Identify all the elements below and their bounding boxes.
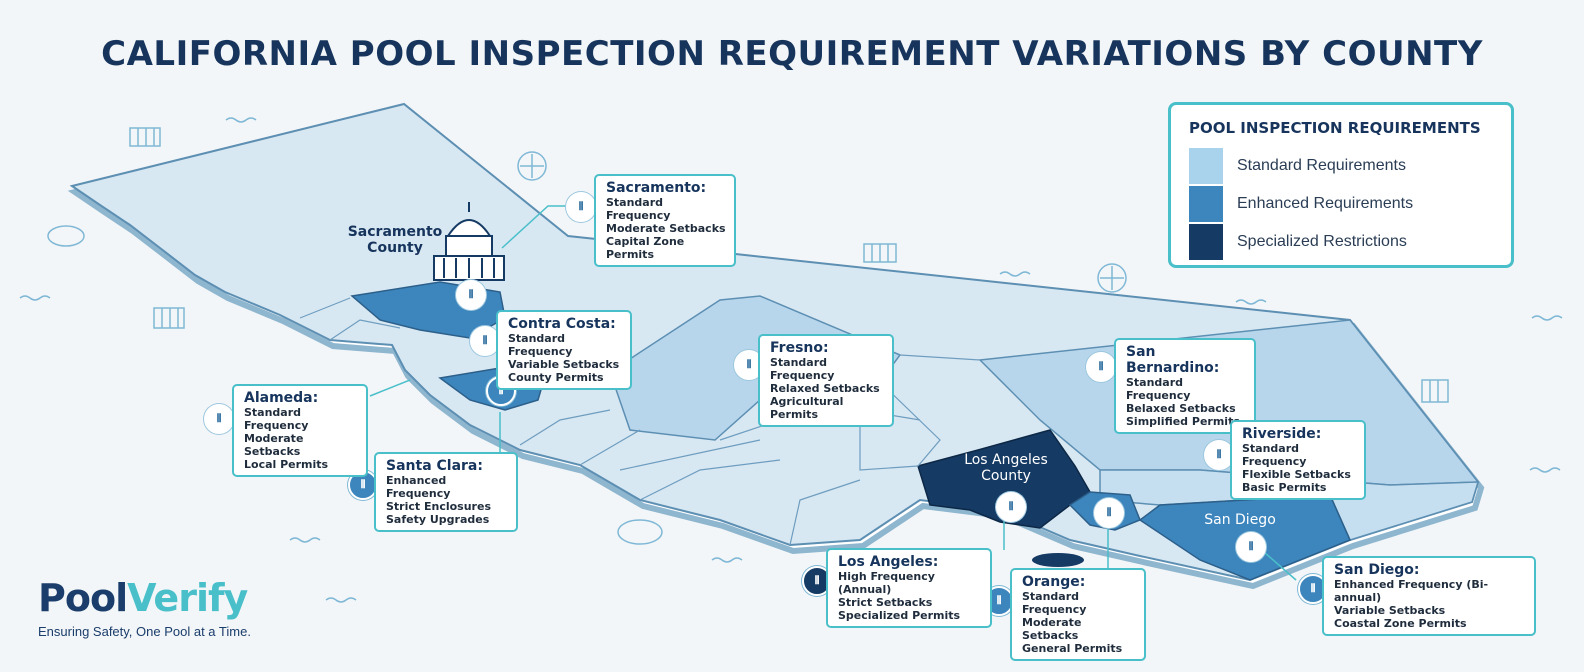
callout-line: Basic Permits	[1242, 481, 1327, 494]
callout-line: Enhanced Frequency	[386, 474, 451, 500]
callout-title: Orange:	[1022, 574, 1086, 590]
callout-title: Los Angeles:	[838, 554, 939, 570]
callout-title: Riverside:	[1242, 426, 1322, 442]
callout-line: Moderate Setbacks	[244, 432, 304, 458]
callout-santa-clara: Santa Clara: Enhanced Frequency Strict E…	[374, 452, 518, 532]
brand-logo: PoolVerify Ensuring Safety, One Pool at …	[38, 578, 251, 639]
callout-line: Specialized Permits	[838, 609, 961, 622]
legend-item-enhanced: Enhanced Requirements	[1189, 185, 1493, 223]
callout-los-angeles: Los Angeles: High Frequency (Annual) Str…	[826, 548, 992, 628]
callout-line: Standard Frequency	[1242, 442, 1307, 468]
callout-line: County Permits	[508, 371, 604, 384]
callout-line: Moderate Setbacks	[1022, 616, 1082, 642]
callout-sacramento: Sacramento: Standard Frequency Moderate …	[594, 174, 736, 267]
legend-item-specialized: Specialized Restrictions	[1189, 223, 1493, 261]
legend-title: POOL INSPECTION REQUIREMENTS	[1189, 119, 1481, 137]
callout-line: Variable Setbacks	[508, 358, 620, 371]
callout-line: Agricultural Permits	[770, 395, 844, 421]
pool-drain-icon	[47, 151, 1127, 545]
callout-san-bernardino: San Bernardino: Standard Frequency Belax…	[1114, 338, 1256, 434]
callout-line: Local Permits	[244, 458, 329, 471]
legend-label-enhanced: Enhanced Requirements	[1237, 195, 1414, 212]
callout-line: Coastal Zone Permits	[1334, 617, 1467, 630]
pool-ladder-icon: ⫴	[1236, 532, 1266, 562]
pool-ladder-icon: ⫴	[204, 404, 234, 434]
legend-swatch-enhanced	[1189, 186, 1223, 222]
callout-line: Standard Frequency	[1126, 376, 1191, 402]
pool-ladder-icon: ⫴	[456, 280, 486, 310]
pool-ladder-icon: ⫴	[996, 492, 1026, 522]
logo-tagline: Ensuring Safety, One Pool at a Time.	[38, 624, 251, 639]
callout-title: San Diego:	[1334, 562, 1420, 578]
callout-san-diego: San Diego: Enhanced Frequency (Bi-annual…	[1322, 556, 1536, 636]
callout-line: Belaxed Setbacks	[1126, 402, 1236, 415]
callout-line: Safety Upgrades	[386, 513, 490, 526]
callout-alameda: Alameda: Standard Frequency Moderate Set…	[232, 384, 368, 477]
callout-title: Fresno:	[770, 340, 829, 356]
callout-line: Standard Frequency	[770, 356, 835, 382]
callout-line: Variable Setbacks	[1334, 604, 1446, 617]
capitol-icon	[433, 202, 505, 281]
logo-name-part2: Verify	[127, 576, 248, 620]
callout-line: Strict Enclosures	[386, 500, 491, 513]
legend-item-standard: Standard Requirements	[1189, 147, 1493, 185]
callout-title: Contra Costa:	[508, 316, 616, 332]
pool-ladder-icon: ⫴	[1204, 440, 1234, 470]
callout-line: Moderate Setbacks	[606, 222, 726, 235]
callout-riverside: Riverside: Standard Frequency Flexible S…	[1230, 420, 1366, 500]
callout-title: Alameda:	[244, 390, 319, 406]
callout-contra-costa: Contra Costa: Standard Frequency Variabl…	[496, 310, 632, 390]
legend-swatch-specialized	[1189, 224, 1223, 260]
callout-line: High Frequency (Annual)	[838, 570, 935, 596]
map-label-sacramento: Sacramento County	[347, 224, 443, 256]
logo-wordmark: PoolVerify	[38, 578, 251, 618]
map-label-los-angeles: Los Angeles County	[964, 452, 1048, 484]
fence-icon	[129, 127, 1449, 403]
legend-label-specialized: Specialized Restrictions	[1237, 233, 1407, 250]
callout-line: Flexible Setbacks	[1242, 468, 1351, 481]
callout-title: Santa Clara:	[386, 458, 483, 474]
pool-ladder-icon: ⫴	[470, 326, 500, 356]
callout-line: Simplified Permits	[1126, 415, 1240, 428]
page-title: CALIFORNIA POOL INSPECTION REQUIREMENT V…	[101, 34, 1483, 74]
legend-swatch-standard	[1189, 148, 1223, 184]
callout-line: Standard Frequency	[1022, 590, 1087, 616]
callout-title: Sacramento:	[606, 180, 707, 196]
callout-line: General Permits	[1022, 642, 1123, 655]
callout-line: Enhanced Frequency (Bi-annual)	[1334, 578, 1489, 604]
catalina-island	[1032, 553, 1084, 567]
pool-ladder-icon: ⫴	[566, 192, 596, 222]
map-label-san-diego: San Diego	[1204, 512, 1276, 528]
legend-label-standard: Standard Requirements	[1237, 157, 1406, 174]
county-lines	[299, 297, 981, 546]
callout-line: Standard Frequency	[606, 196, 671, 222]
callout-line: Strict Setbacks	[838, 596, 933, 609]
pool-ladder-icon: ⫴	[1094, 498, 1124, 528]
callout-line: Standard Frequency	[508, 332, 573, 358]
callout-orange: Orange: Standard Frequency Moderate Setb…	[1010, 568, 1146, 661]
callout-title: San Bernardino:	[1126, 344, 1220, 376]
legend: POOL INSPECTION REQUIREMENTS Standard Re…	[1168, 102, 1514, 268]
callout-fresno: Fresno: Standard Frequency Relaxed Setba…	[758, 334, 894, 427]
pool-ladder-icon: ⫴	[1086, 352, 1116, 382]
callout-line: Capital Zone Permits	[606, 235, 685, 261]
logo-name-part1: Pool	[38, 576, 128, 620]
callout-line: Relaxed Setbacks	[770, 382, 880, 395]
callout-line: Standard Frequency	[244, 406, 309, 432]
